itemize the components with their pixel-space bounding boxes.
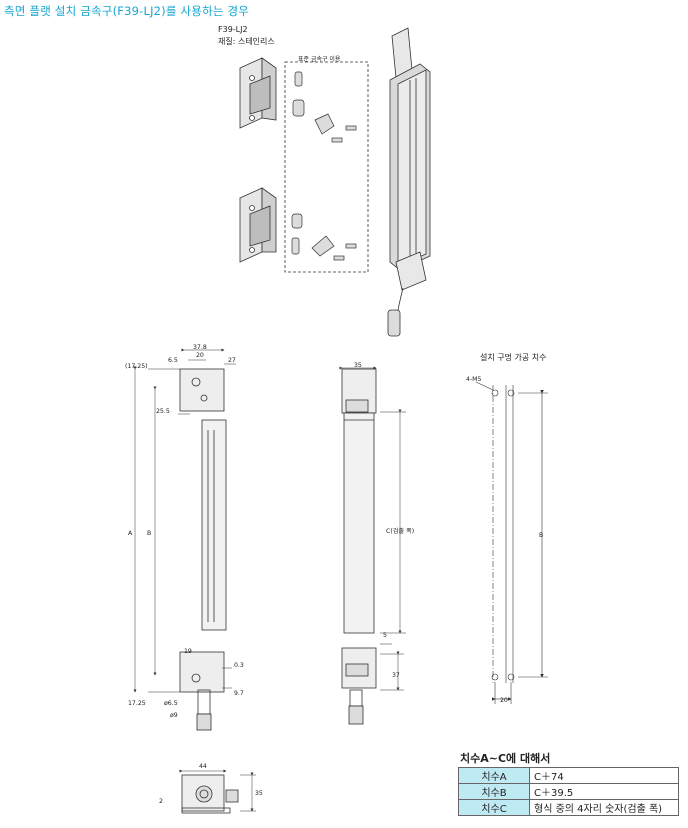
front-dims [133,348,236,693]
bracket-lower-illustration [239,187,277,263]
dim-0-3: 0.3 [234,662,244,669]
dimension-table: 치수A C＋74 치수B C＋39.5 치수C 형식 중의 4자리 숫자(검출 … [458,767,679,816]
dim-5: 5 [383,632,387,639]
table-key: 치수A [458,767,530,784]
dim-9-7: 9.7 [234,690,244,697]
table-key: 치수B [458,783,530,800]
bracket-upper-illustration [239,57,277,129]
std-parts-lower [291,213,357,261]
dim-b: B [147,530,152,537]
dim-17-25-bot: 17.25 [128,700,146,707]
table-row: 치수C 형식 중의 4자리 숫자(검출 폭) [458,799,679,816]
mount-b: B [539,532,544,539]
table-key: 치수C [458,799,530,816]
mount-hole-drawing [475,381,548,704]
std-parts-upper [292,71,357,143]
dim-37-8: 37.8 [193,344,207,351]
mount-20: 20 [500,697,508,704]
dim-35-bottom: 35 [255,790,263,797]
dim-phi-6-5: ø6.5 [164,700,178,707]
bracket-model: F39-LJ2 [218,25,248,34]
mount-title: 설치 구멍 가공 치수 [480,353,547,362]
bottom-dims [179,769,256,812]
dim-35-side: 35 [354,362,362,369]
table-row: 치수A C＋74 [458,767,679,784]
dim-phi-9: ø9 [170,712,178,719]
sensor-isometric [387,27,431,337]
table-value: C＋74 [529,767,679,784]
dim-2: 2 [159,798,163,805]
page-title: 측면 플랫 설치 금속구(F39-LJ2)를 사용하는 경우 [4,4,250,18]
dim-6-5: 6.5 [168,357,178,364]
table-heading: 치수A~C에 대해서 [460,752,551,765]
side-dims [339,366,406,691]
side-view [341,368,377,725]
front-view [179,368,227,731]
bottom-view [181,774,239,814]
dim-25-5: 25.5 [156,408,170,415]
dim-27: 27 [228,357,236,364]
std-parts-box [284,61,369,273]
dim-c: C(검출 폭) [386,528,415,535]
dim-37: 37 [392,672,400,679]
table-value: C＋39.5 [529,783,679,800]
std-parts-label: 표준 금속구 이용 [298,56,341,63]
mount-m5: 4-M5 [466,376,482,383]
bracket-material: 재질: 스테인리스 [218,37,275,46]
dim-a: A [128,530,133,537]
dim-20: 20 [196,352,204,359]
dim-19: 19 [184,648,192,655]
dim-44: 44 [199,763,207,770]
dim-17-25-top: (17.25) [125,363,148,370]
table-row: 치수B C＋39.5 [458,783,679,800]
table-value: 형식 중의 4자리 숫자(검출 폭) [529,799,679,816]
